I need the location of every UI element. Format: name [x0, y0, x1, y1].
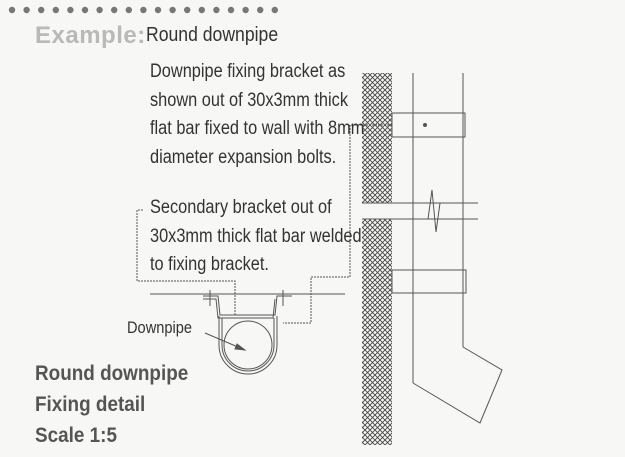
downpipe-section	[223, 320, 273, 370]
decorative-dot	[213, 6, 220, 14]
downpipe-elevation	[412, 73, 503, 424]
decorative-dot-row	[8, 6, 278, 14]
note-line: 30x3mm thick flat bar welded	[150, 225, 362, 247]
decorative-dot	[67, 6, 74, 14]
note-fixing-bracket: Downpipe fixing bracket as shown out of …	[150, 58, 364, 172]
title-prefix: Example:	[35, 22, 146, 49]
decorative-dot	[81, 6, 89, 14]
downpipe-arrow	[204, 332, 247, 351]
decorative-dot	[271, 6, 278, 14]
decorative-dot	[227, 6, 235, 14]
decorative-dot	[111, 6, 118, 14]
note-line: to fixing bracket.	[150, 254, 269, 275]
decorative-dot	[184, 6, 191, 14]
note-line: Downpipe fixing bracket as	[150, 61, 346, 82]
decorative-dot	[52, 6, 59, 14]
secondary-bracket-elevation	[391, 269, 467, 294]
leader-fixing-bracket	[283, 124, 392, 324]
decorative-dot	[38, 6, 45, 14]
page-title: Round downpipe	[146, 24, 279, 46]
fixing-bracket-elevation	[391, 112, 466, 138]
decorative-dot	[8, 6, 16, 14]
decorative-dot	[23, 6, 30, 14]
decorative-dot	[198, 6, 205, 14]
decorative-dot	[96, 6, 103, 14]
decorative-dot	[257, 6, 264, 14]
note-line: Secondary bracket out of	[150, 197, 332, 218]
wall-hatch-upper	[362, 73, 392, 203]
note-line: flat bar fixed to wall with 8mm	[150, 118, 365, 139]
caption-title: Round downpipe	[35, 362, 189, 385]
caption-subtitle: Fixing detail	[35, 393, 146, 416]
leader-secondary-bracket	[136, 209, 236, 315]
decorative-dot	[125, 6, 132, 14]
bracket-plan	[203, 290, 292, 375]
downpipe-label: Downpipe	[127, 318, 193, 337]
note-line: shown out of 30x3mm thick	[150, 89, 348, 111]
decorative-dot	[169, 6, 176, 14]
decorative-dot	[140, 6, 147, 14]
caption-scale: Scale 1:5	[35, 424, 117, 447]
decorative-dot	[242, 6, 249, 14]
note-line: diameter expansion bolts.	[150, 146, 337, 168]
note-secondary-bracket: Secondary bracket out of 30x3mm thick fl…	[150, 194, 362, 280]
decorative-dot	[154, 6, 162, 14]
break-band	[362, 189, 478, 233]
wall-hatch-lower	[362, 219, 392, 445]
